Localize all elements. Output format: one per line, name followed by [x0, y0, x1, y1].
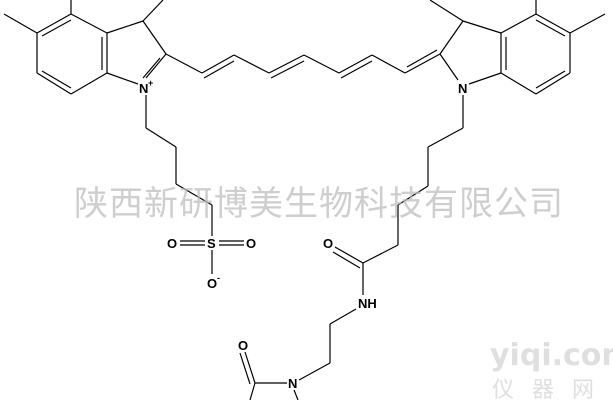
site-watermark: yiqi.com [490, 338, 613, 373]
site-watermark-cn: 仪器网 [492, 378, 613, 400]
atom-o-sulfonyl-left: O [167, 236, 177, 251]
polymethine-chain [165, 49, 441, 79]
atom-n-right: N [458, 81, 467, 96]
left-ring-system [3, 0, 167, 95]
atom-n-plus: N [139, 81, 148, 96]
charge-plus: + [148, 78, 153, 88]
atom-o-imide: O [238, 338, 248, 353]
atom-nh: NH [358, 296, 377, 311]
charge-minus: - [217, 273, 220, 283]
atom-o-sulfonyl-right: O [246, 236, 256, 251]
atom-o-amide: O [323, 236, 333, 251]
sulfobutyl-chain [145, 95, 244, 274]
atom-n-imide: N [288, 376, 297, 391]
atom-o-minus: O [207, 276, 217, 291]
right-ring-system [429, 0, 606, 95]
company-watermark: 陕西新研博美生物科技有限公司 [74, 184, 564, 224]
hexanoyl-chain [239, 95, 464, 400]
atom-sulfur: S [207, 236, 216, 251]
